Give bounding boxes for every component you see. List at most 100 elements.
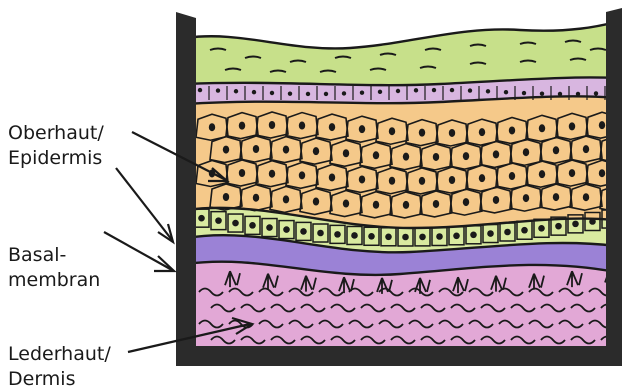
spinous-nucleus (313, 147, 319, 155)
spinous-nucleus (373, 201, 379, 209)
spinous-nucleus (269, 170, 275, 178)
spinous-nucleus (433, 200, 439, 208)
spinous-nucleus (359, 175, 365, 183)
spinous-nucleus (479, 128, 485, 136)
spinous-nucleus (209, 123, 215, 131)
spinous-nucleus (449, 176, 455, 184)
spinous-nucleus (419, 177, 425, 185)
spinous-nucleus (239, 122, 245, 130)
spinous-nucleus (599, 121, 605, 129)
spinous-nucleus (403, 201, 409, 209)
basal-nucleus (538, 225, 545, 232)
basal-nucleus (283, 226, 290, 233)
granular-nucleus (594, 91, 598, 95)
basal-nucleus (470, 231, 477, 238)
granular-nucleus (450, 88, 454, 92)
granular-nucleus (558, 92, 562, 96)
spinous-nucleus (493, 196, 499, 204)
label-epidermis-line2: Epidermis (8, 146, 104, 171)
granular-nucleus (378, 90, 382, 94)
granular-nucleus (522, 91, 526, 95)
spinous-nucleus (493, 150, 499, 158)
basal-nucleus (572, 221, 579, 228)
basal-nucleus (487, 230, 494, 237)
basement-arrow-head (154, 256, 174, 271)
spinous-nucleus (569, 169, 575, 177)
granular-nucleus (342, 91, 346, 95)
spinous-nucleus (329, 123, 335, 131)
skin-layers (186, 22, 624, 360)
spinous-nucleus (553, 146, 559, 154)
basal-nucleus (300, 228, 307, 235)
basal-nucleus (249, 222, 256, 229)
basal-nucleus (368, 233, 375, 240)
spinous-nucleus (223, 146, 229, 154)
spinous-nucleus (253, 145, 259, 153)
label-basement-membrane: Basal- membran (8, 243, 100, 293)
granular-nucleus (270, 91, 274, 95)
granular-nucleus (216, 88, 220, 92)
basal-nucleus (453, 232, 460, 239)
label-dermis: Lederhaut/ Dermis (8, 342, 111, 392)
basal-nucleus (266, 224, 273, 231)
spinous-nucleus (583, 145, 589, 153)
granular-nucleus (306, 92, 310, 96)
spinous-nucleus (389, 127, 395, 135)
spinous-nucleus (449, 129, 455, 137)
spinous-nucleus (569, 122, 575, 130)
spinous-nucleus (343, 200, 349, 208)
spinous-nucleus (373, 151, 379, 159)
epidermis-arrow-b (116, 168, 172, 240)
spinous-nucleus (539, 170, 545, 178)
basal-nucleus (504, 229, 511, 236)
granular-nucleus (360, 91, 364, 95)
spinous-nucleus (523, 148, 529, 156)
spinous-nucleus (239, 169, 245, 177)
granular-nucleus (198, 88, 202, 92)
spinous-nucleus (223, 193, 229, 201)
basal-nucleus (555, 223, 562, 230)
basal-nucleus (436, 233, 443, 240)
granular-nucleus (576, 92, 580, 96)
spinous-nucleus (583, 193, 589, 201)
label-dermis-line1: Lederhaut/ (8, 342, 111, 367)
granular-nucleus (234, 89, 238, 93)
spinous-nucleus (403, 153, 409, 161)
spinous-nucleus (509, 172, 515, 180)
basal-nucleus (589, 218, 596, 225)
basal-nucleus (351, 232, 358, 239)
granular-nucleus (396, 89, 400, 93)
spinous-nucleus (343, 149, 349, 157)
granular-nucleus (252, 90, 256, 94)
basal-nucleus (215, 217, 222, 224)
granular-nucleus (540, 91, 544, 95)
spinous-nucleus (359, 125, 365, 133)
spinous-nucleus (299, 122, 305, 130)
label-epidermis: Oberhaut/ Epidermis (8, 121, 104, 171)
spinous-nucleus (313, 198, 319, 206)
spinous-nucleus (599, 169, 605, 177)
label-epidermis-line1: Oberhaut/ (8, 121, 104, 146)
spinous-nucleus (463, 152, 469, 160)
spinous-nucleus (329, 173, 335, 181)
spinous-nucleus (509, 126, 515, 134)
spinous-nucleus (389, 177, 395, 185)
granular-nucleus (414, 88, 418, 92)
spinous-nucleus (479, 174, 485, 182)
basal-nucleus (334, 231, 341, 238)
basal-nucleus (402, 234, 409, 241)
basement-arrow (104, 232, 172, 270)
granular-nucleus (504, 90, 508, 94)
spinous-nucleus (283, 146, 289, 154)
granular-nucleus (468, 88, 472, 92)
basal-nucleus (317, 230, 324, 237)
basal-nucleus (232, 220, 239, 227)
granular-nucleus (432, 88, 436, 92)
basal-nucleus (419, 234, 426, 241)
spinous-nucleus (433, 153, 439, 161)
spinous-nucleus (269, 121, 275, 129)
granular-nucleus (288, 91, 292, 95)
spinous-nucleus (463, 198, 469, 206)
